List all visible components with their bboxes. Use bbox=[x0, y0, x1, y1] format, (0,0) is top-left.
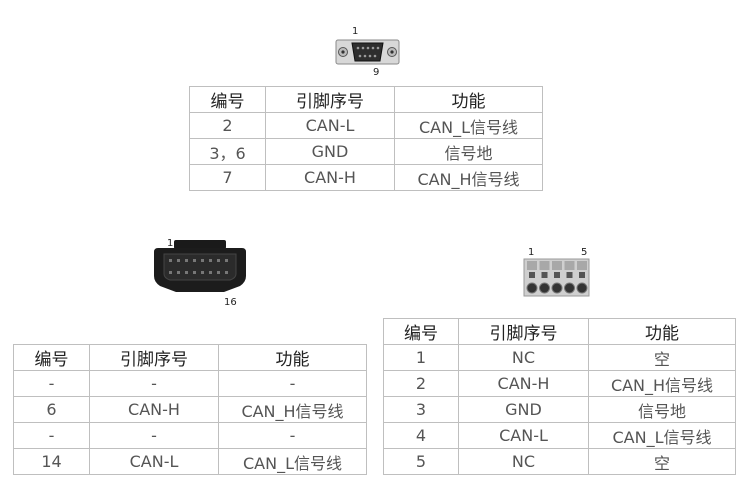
table-header-row: 编号 引脚序号 功能 bbox=[383, 318, 736, 345]
table-row: 3 GND 信号地 bbox=[383, 396, 736, 423]
cell-pin: CAN-L bbox=[89, 448, 219, 475]
cell-number: 4 bbox=[383, 422, 459, 449]
cell-pin: CAN-L bbox=[458, 422, 589, 449]
cell-number: 5 bbox=[383, 448, 459, 475]
cell-pin: CAN-H bbox=[89, 396, 219, 423]
cell-function: 信号地 bbox=[394, 138, 543, 165]
cell-number: - bbox=[13, 370, 90, 397]
db9-pin-label-start: 1 bbox=[352, 26, 359, 37]
cell-pin: GND bbox=[458, 396, 589, 423]
table-row: 2 CAN-L CAN_L信号线 bbox=[189, 112, 543, 139]
cell-number: 2 bbox=[383, 370, 459, 397]
obd-pin-table: 编号 引脚序号 功能 - - - 6 CAN-H CAN_H信号线 - - - … bbox=[13, 344, 367, 475]
terminal-pin-label-end: 5 bbox=[581, 247, 588, 258]
cell-pin: NC bbox=[458, 448, 589, 475]
header-number: 编号 bbox=[383, 318, 459, 345]
db9-connector-icon bbox=[335, 39, 400, 65]
cell-function: - bbox=[218, 422, 367, 449]
db9-pin-table: 编号 引脚序号 功能 2 CAN-L CAN_L信号线 3，6 GND 信号地 … bbox=[189, 86, 543, 191]
cell-function: CAN_L信号线 bbox=[394, 112, 543, 139]
terminal-pin-label-start: 1 bbox=[528, 247, 535, 258]
cell-number: 1 bbox=[383, 344, 459, 371]
cell-function: CAN_L信号线 bbox=[218, 448, 367, 475]
table-row: 7 CAN-H CAN_H信号线 bbox=[189, 164, 543, 191]
cell-pin: CAN-H bbox=[265, 164, 395, 191]
cell-function: CAN_L信号线 bbox=[588, 422, 736, 449]
cell-pin: - bbox=[89, 370, 219, 397]
cell-number: 6 bbox=[13, 396, 90, 423]
table-row: - - - bbox=[13, 422, 367, 449]
header-pin: 引脚序号 bbox=[458, 318, 589, 345]
table-row: 4 CAN-L CAN_L信号线 bbox=[383, 422, 736, 449]
table-header-row: 编号 引脚序号 功能 bbox=[189, 86, 543, 113]
table-row: 14 CAN-L CAN_L信号线 bbox=[13, 448, 367, 475]
cell-number: - bbox=[13, 422, 90, 449]
cell-function: 空 bbox=[588, 448, 736, 475]
terminal-block-connector-icon bbox=[523, 258, 590, 297]
cell-number: 2 bbox=[189, 112, 266, 139]
cell-pin: GND bbox=[265, 138, 395, 165]
obd-connector-icon bbox=[154, 240, 246, 292]
cell-function: 空 bbox=[588, 344, 736, 371]
header-function: 功能 bbox=[588, 318, 736, 345]
table-row: 5 NC 空 bbox=[383, 448, 736, 475]
cell-number: 3 bbox=[383, 396, 459, 423]
table-row: 6 CAN-H CAN_H信号线 bbox=[13, 396, 367, 423]
cell-number: 3，6 bbox=[189, 138, 266, 165]
cell-pin: CAN-H bbox=[458, 370, 589, 397]
cell-function: CAN_H信号线 bbox=[588, 370, 736, 397]
cell-function: 信号地 bbox=[588, 396, 736, 423]
obd-pin-label-end: 16 bbox=[224, 297, 237, 308]
cell-function: CAN_H信号线 bbox=[218, 396, 367, 423]
cell-function: CAN_H信号线 bbox=[394, 164, 543, 191]
cell-pin: - bbox=[89, 422, 219, 449]
table-row: 3，6 GND 信号地 bbox=[189, 138, 543, 165]
cell-number: 14 bbox=[13, 448, 90, 475]
header-pin: 引脚序号 bbox=[89, 344, 219, 371]
obd-pin-label-start: 1 bbox=[167, 238, 174, 249]
cell-pin: NC bbox=[458, 344, 589, 371]
table-row: - - - bbox=[13, 370, 367, 397]
cell-number: 7 bbox=[189, 164, 266, 191]
header-function: 功能 bbox=[394, 86, 543, 113]
table-header-row: 编号 引脚序号 功能 bbox=[13, 344, 367, 371]
table-row: 1 NC 空 bbox=[383, 344, 736, 371]
db9-pin-label-end: 9 bbox=[373, 67, 380, 78]
cell-pin: CAN-L bbox=[265, 112, 395, 139]
header-number: 编号 bbox=[13, 344, 90, 371]
table-row: 2 CAN-H CAN_H信号线 bbox=[383, 370, 736, 397]
header-number: 编号 bbox=[189, 86, 266, 113]
header-function: 功能 bbox=[218, 344, 367, 371]
header-pin: 引脚序号 bbox=[265, 86, 395, 113]
terminal-pin-table: 编号 引脚序号 功能 1 NC 空 2 CAN-H CAN_H信号线 3 GND… bbox=[383, 318, 736, 475]
cell-function: - bbox=[218, 370, 367, 397]
